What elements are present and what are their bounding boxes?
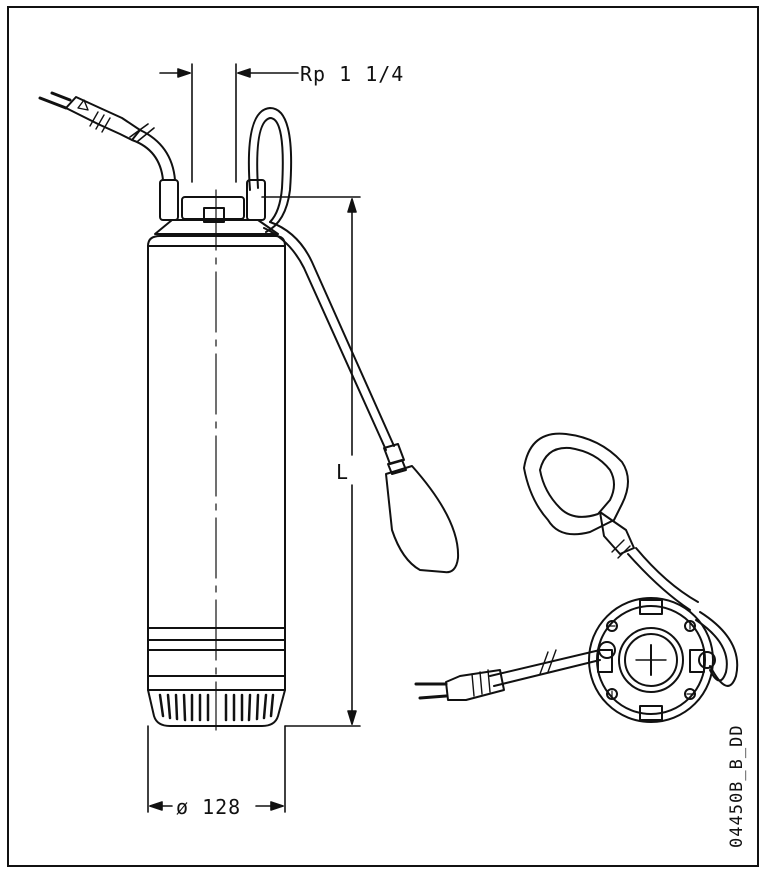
dimension-diameter	[147, 725, 286, 813]
pump-top-view	[588, 597, 739, 723]
loop-cable	[247, 107, 293, 233]
drawing-code: 04450B_B_DD	[727, 724, 747, 848]
drawing-frame	[7, 6, 759, 867]
cable-glands	[159, 179, 266, 221]
strainer-slots	[158, 693, 275, 722]
float-switch-top	[523, 432, 699, 611]
dimension-thread	[159, 63, 299, 183]
dimension-length	[261, 196, 361, 727]
thread-label: Rp 1 1/4	[300, 62, 405, 86]
diameter-label: ø 128	[176, 795, 242, 819]
power-cable-left	[38, 91, 176, 181]
length-label: L	[336, 460, 349, 484]
power-cable-top-view	[414, 649, 601, 701]
float-switch	[263, 221, 460, 574]
